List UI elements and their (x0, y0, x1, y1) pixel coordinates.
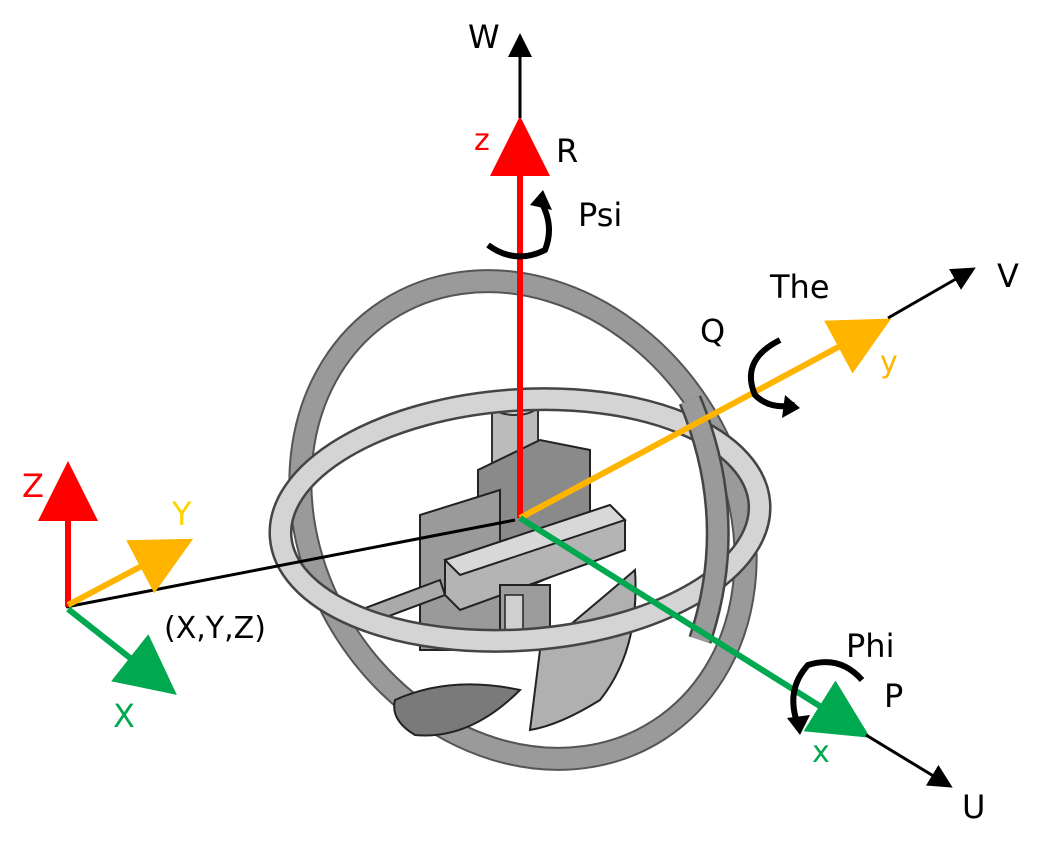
body-y-axis (518, 318, 892, 521)
world-y-axis (66, 538, 194, 608)
velocity-v-arrow (887, 267, 976, 320)
label-Phi: Phi (846, 627, 894, 665)
label-position: (X,Y,Z) (164, 611, 266, 646)
label-z-body: z (474, 123, 490, 158)
velocity-u-arrow (865, 733, 953, 788)
label-P: P (884, 677, 903, 715)
label-U: U (962, 788, 985, 826)
label-W: W (468, 18, 500, 56)
world-x-axis (66, 606, 177, 695)
label-Z-world: Z (22, 467, 44, 505)
label-Psi: Psi (578, 196, 622, 234)
phi-rotation-icon (787, 659, 865, 735)
label-x-body: x (812, 735, 830, 770)
label-y-body: y (880, 345, 898, 380)
label-R: R (556, 132, 578, 170)
drone-body (358, 394, 637, 737)
label-The: The (769, 268, 830, 306)
label-Q: Q (700, 312, 725, 350)
label-X-world: X (113, 697, 135, 735)
label-V: V (997, 257, 1019, 295)
psi-rotation-icon (486, 190, 552, 260)
theta-rotation-icon (748, 337, 800, 418)
label-Y-world: Y (171, 495, 192, 533)
drone-model (268, 269, 772, 771)
